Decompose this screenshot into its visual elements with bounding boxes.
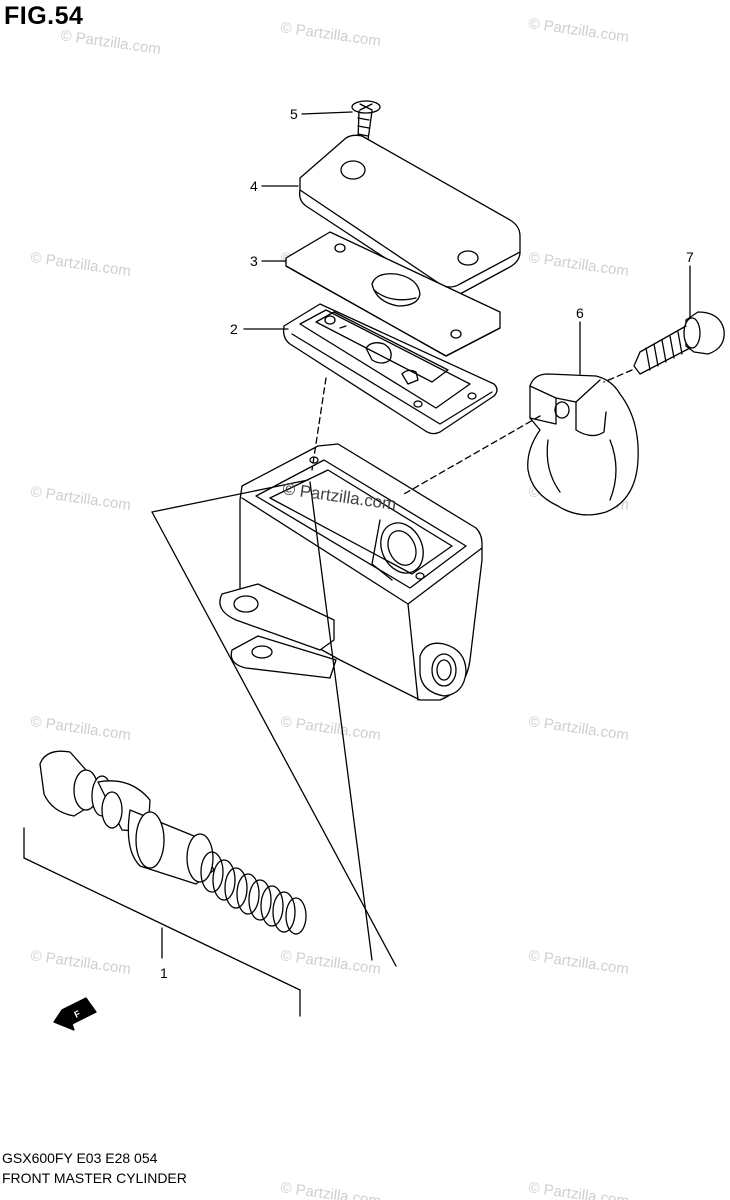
- part-1-bracket: [23, 827, 301, 1017]
- callout-7: 7: [686, 249, 694, 265]
- explosion-indicator: [151, 479, 397, 967]
- watermark: © Partzilla.com: [527, 15, 629, 46]
- part-7-bolt: [633, 311, 725, 375]
- watermark: © Partzilla.com: [527, 713, 629, 744]
- watermark: © Partzilla.com: [279, 19, 381, 50]
- watermark: © Partzilla.com: [279, 1179, 381, 1200]
- figure-title: FIG.54: [4, 2, 84, 30]
- watermark: © Partzilla.com: [29, 947, 131, 978]
- watermark: © Partzilla.com: [527, 1179, 629, 1200]
- callout-4: 4: [250, 178, 258, 194]
- watermark: © Partzilla.com: [29, 249, 131, 280]
- part-1-piston-kit: [39, 750, 307, 935]
- figure-caption: FRONT MASTER CYLINDER: [2, 1170, 187, 1186]
- callout-leader-5: [301, 111, 353, 115]
- master-cylinder-body: [219, 443, 483, 701]
- watermark: © Partzilla.com: [29, 713, 131, 744]
- watermark: © Partzilla.com: [279, 947, 381, 978]
- watermark: © Partzilla.com: [527, 947, 629, 978]
- part-3-diaphragm-plate: [285, 231, 501, 357]
- assembly-guide-lines: [311, 369, 633, 495]
- callout-2: 2: [230, 321, 238, 337]
- part-6-clamp: [527, 373, 639, 516]
- callout-3: 3: [250, 253, 258, 269]
- watermark: © Partzilla.com: [527, 249, 629, 280]
- part-5-screw: [351, 100, 381, 141]
- callout-1: 1: [160, 965, 168, 981]
- watermark: © Partzilla.com: [279, 713, 381, 744]
- part-2-rubber-diaphragm: [282, 303, 498, 435]
- front-direction-arrow-icon: [53, 997, 97, 1031]
- figure-footer: GSX600FY E03 E28 054 FRONT MASTER CYLIND…: [2, 1148, 187, 1188]
- model-code: GSX600FY E03 E28 054: [2, 1150, 158, 1166]
- callout-6: 6: [576, 305, 584, 321]
- watermark: © Partzilla.com: [29, 483, 131, 514]
- direction-label: F: [73, 1008, 83, 1020]
- callout-5: 5: [290, 106, 298, 122]
- watermark: © Partzilla.com: [59, 27, 161, 58]
